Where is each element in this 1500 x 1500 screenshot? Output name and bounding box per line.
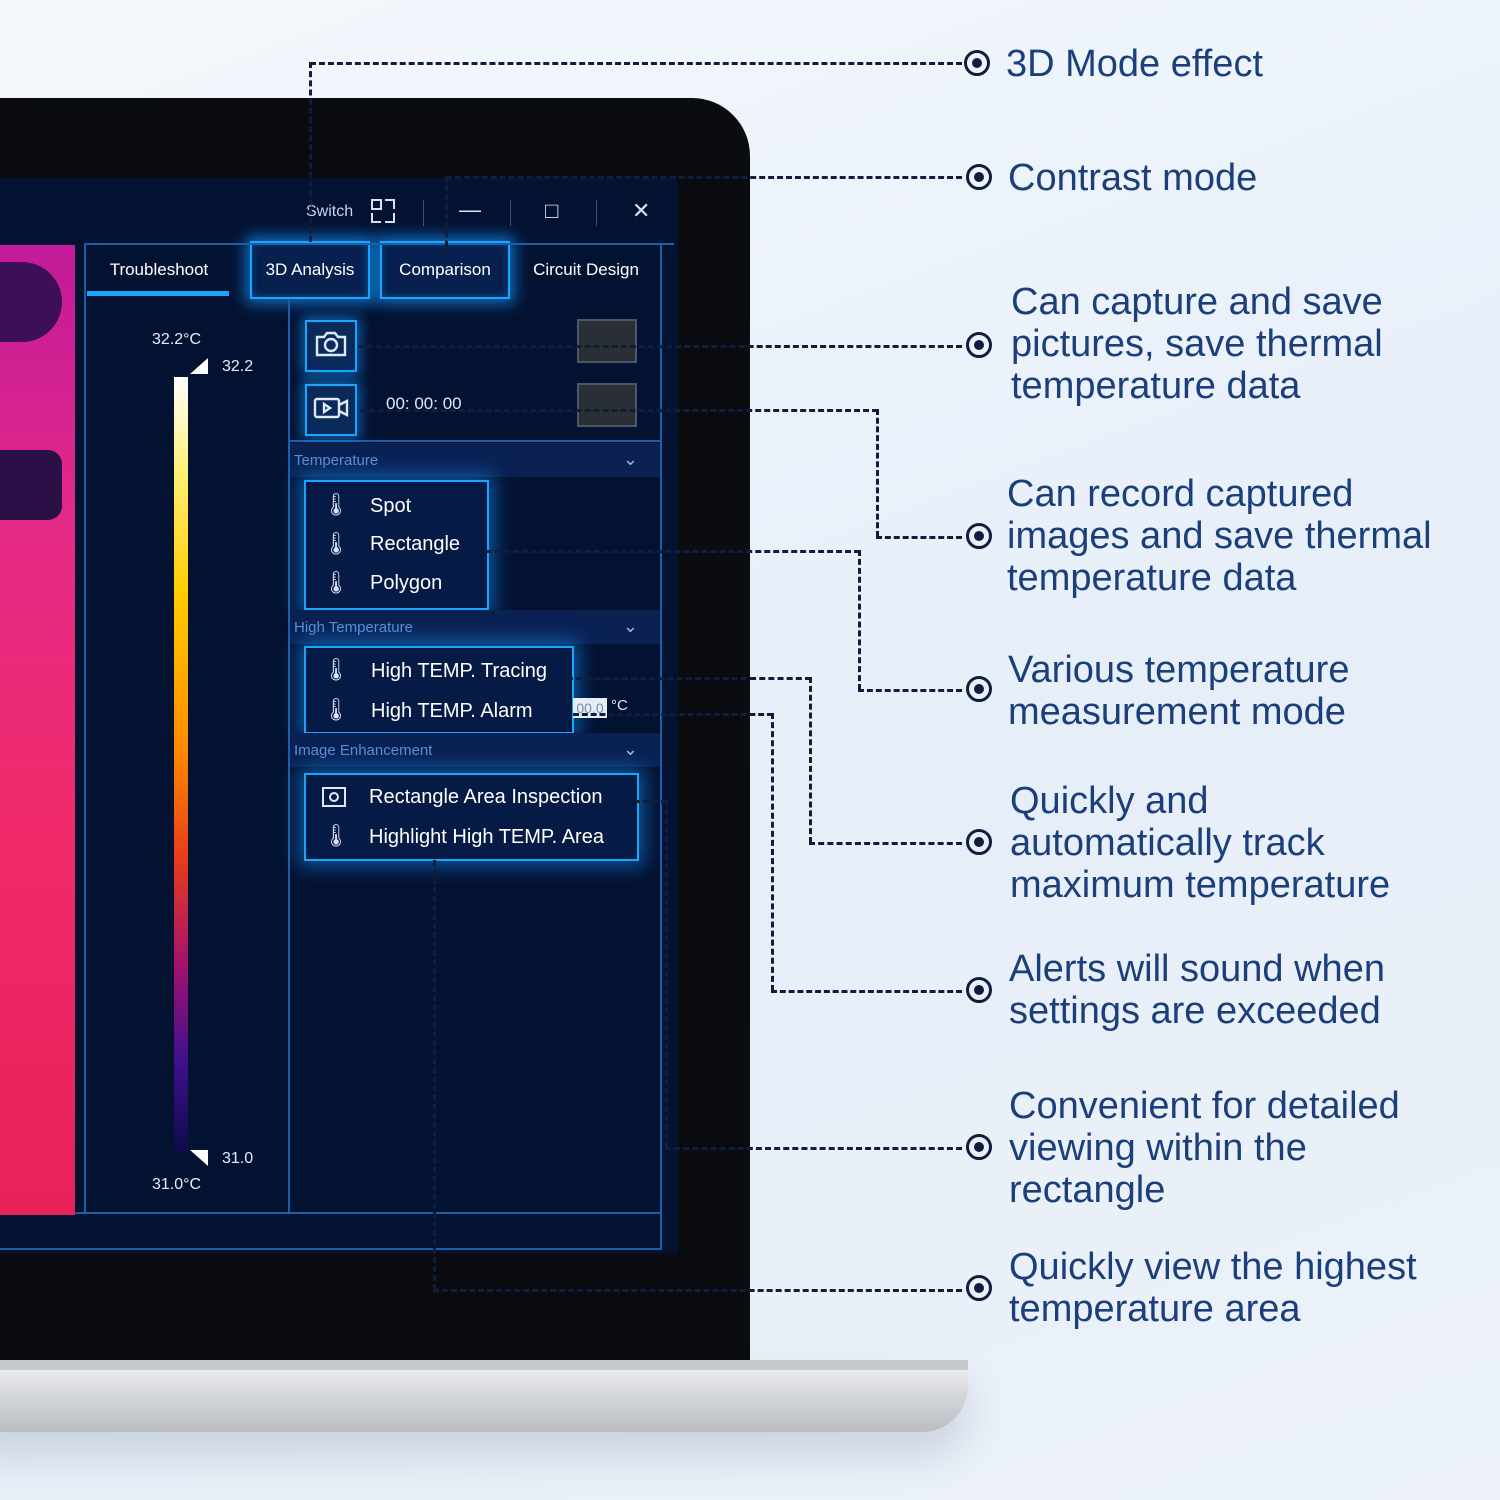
thermometer-icon: 🌡 <box>322 531 350 556</box>
callout-marker <box>966 523 992 549</box>
callout-capture: Can capture and save pictures, save ther… <box>1011 281 1383 407</box>
callout-highlight-area: Quickly view the highest temperature are… <box>1009 1246 1417 1330</box>
callout-contrast-mode: Contrast mode <box>1008 157 1258 199</box>
rectangle-area-inspection[interactable]: Rectangle Area Inspection <box>369 786 603 808</box>
scale-min-value: 31.0 <box>222 1150 254 1167</box>
close-button[interactable]: ✕ <box>632 198 651 223</box>
scale-max-label: 32.2°C <box>152 331 202 348</box>
chevron-down-icon[interactable]: ⌄ <box>622 616 638 636</box>
tab-circuit-design[interactable]: Circuit Design <box>533 260 639 279</box>
callout-marker <box>964 50 990 76</box>
callout-marker <box>966 977 992 1003</box>
chevron-down-icon[interactable]: ⌄ <box>622 739 638 759</box>
thermal-hotspot <box>0 450 62 520</box>
high-temperature-group <box>304 646 574 734</box>
high-temp-alarm[interactable]: High TEMP. Alarm <box>371 700 533 722</box>
section-high-temperature-header[interactable]: High Temperature ⌄ <box>290 610 660 644</box>
highlight-high-temp-area[interactable]: Highlight High TEMP. Area <box>369 826 604 848</box>
section-title: Image Enhancement <box>294 741 433 759</box>
callout-marker <box>966 1134 992 1160</box>
callout-3d-mode: 3D Mode effect <box>1006 43 1264 85</box>
callout-tracking: Quickly and automatically track maximum … <box>1010 780 1391 906</box>
video-record-icon <box>313 395 349 426</box>
scale-min-handle[interactable] <box>190 1150 208 1168</box>
thermometer-icon: 🌡 <box>322 697 350 722</box>
callout-rectangle-inspection: Convenient for detailed viewing within t… <box>1009 1085 1400 1211</box>
laptop-base <box>0 1360 968 1432</box>
thermal-image[interactable] <box>0 245 75 1215</box>
scale-min-label: 31.0°C <box>152 1176 202 1193</box>
thermometer-icon: 🌡 <box>322 823 350 848</box>
switch-icon[interactable] <box>370 198 396 229</box>
laptop-base-edge <box>0 1360 968 1370</box>
record-timer: 00: 00: 00 <box>386 394 462 413</box>
chevron-down-icon[interactable]: ⌄ <box>622 449 638 469</box>
scale-max-value: 32.2 <box>222 358 254 375</box>
tab-3d-analysis[interactable]: 3D Analysis <box>250 241 370 299</box>
color-scale-bar <box>174 377 188 1152</box>
callout-marker <box>966 1275 992 1301</box>
capture-thumbnail[interactable] <box>577 319 637 363</box>
rectangle-inspect-icon <box>321 786 347 813</box>
callout-marker <box>966 164 992 190</box>
high-temp-tracing[interactable]: High TEMP. Tracing <box>371 660 548 682</box>
record-button[interactable] <box>305 384 357 436</box>
mode-rectangle[interactable]: Rectangle <box>370 533 461 555</box>
scale-max-handle[interactable] <box>190 358 208 376</box>
thermometer-icon: 🌡 <box>322 657 350 682</box>
thermometer-icon: 🌡 <box>322 492 350 517</box>
section-title: Temperature <box>294 451 379 469</box>
section-title: High Temperature <box>294 618 413 636</box>
callout-marker <box>966 829 992 855</box>
callout-marker <box>966 332 992 358</box>
callout-alarm: Alerts will sound when settings are exce… <box>1009 948 1385 1032</box>
mode-spot[interactable]: Spot <box>370 495 412 517</box>
capture-button[interactable] <box>305 320 357 372</box>
active-tab-indicator <box>87 291 229 296</box>
thermal-hotspot <box>0 262 62 342</box>
section-image-enhancement-header[interactable]: Image Enhancement ⌄ <box>290 733 660 767</box>
temperature-mode-group <box>304 480 489 610</box>
callout-marker <box>966 676 992 702</box>
maximize-button[interactable]: □ <box>545 198 559 223</box>
callout-record: Can record captured images and save ther… <box>1007 473 1432 599</box>
switch-label[interactable]: Switch <box>306 203 354 220</box>
thermometer-icon: 🌡 <box>322 570 350 595</box>
tab-troubleshoot[interactable]: Troubleshoot <box>109 260 209 279</box>
mode-polygon[interactable]: Polygon <box>370 572 443 594</box>
image-enhancement-group <box>304 773 639 861</box>
camera-icon <box>314 330 348 363</box>
callout-measurement-mode: Various temperature measurement mode <box>1008 649 1350 733</box>
record-thumbnail[interactable] <box>577 383 637 427</box>
alarm-unit: °C <box>611 697 628 714</box>
minimize-button[interactable]: — <box>459 197 481 222</box>
section-temperature-header[interactable]: Temperature ⌄ <box>290 443 660 477</box>
